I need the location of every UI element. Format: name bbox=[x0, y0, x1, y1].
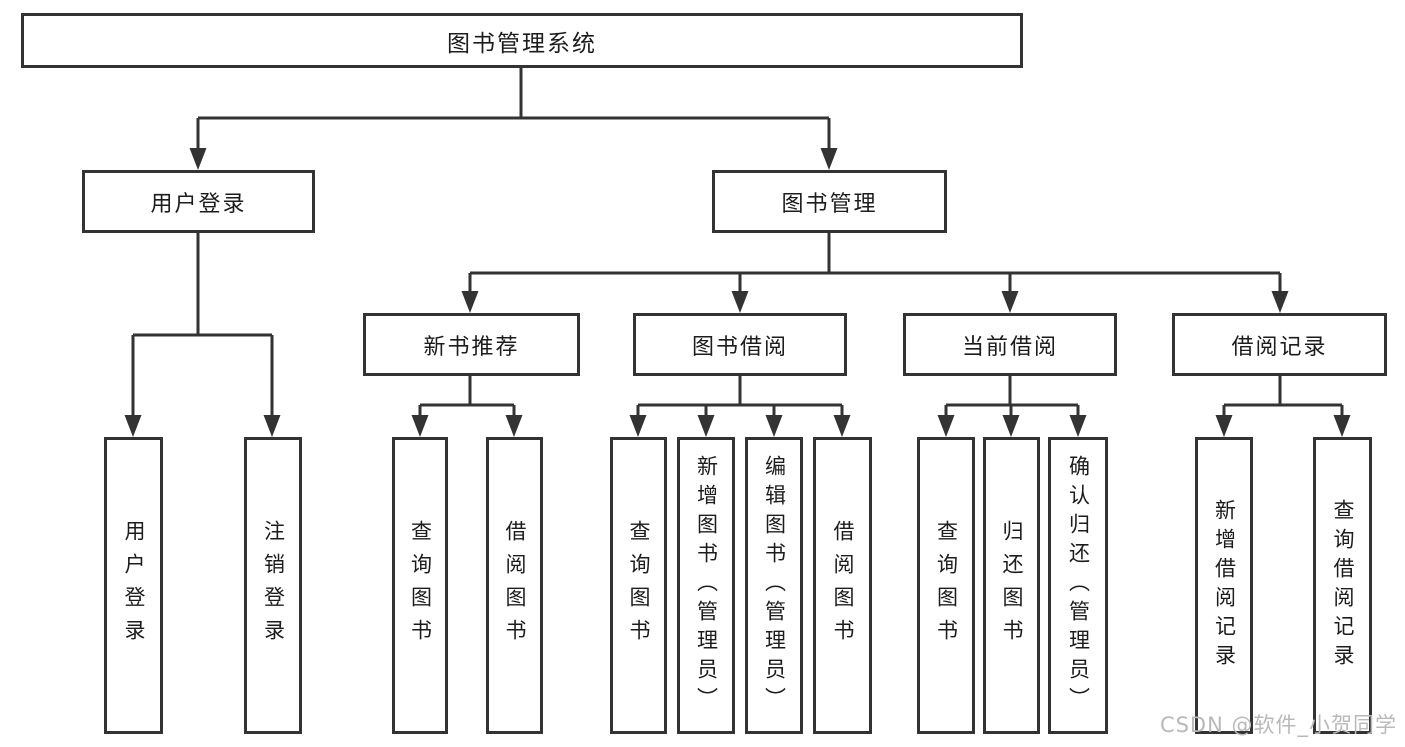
node-leaf-user-login: 用户登录 bbox=[104, 437, 163, 734]
node-leaf-logout: 注销登录 bbox=[244, 437, 302, 734]
node-label: 查询图书 bbox=[627, 519, 651, 652]
csdn-watermark: CSDN @软件_小贺同学 bbox=[1159, 713, 1397, 737]
node-leaf-query-borrow-record: 查询借阅记录 bbox=[1313, 437, 1372, 734]
node-leaf-return-books: 归还图书 bbox=[983, 437, 1040, 734]
node-book-borrow: 图书借阅 bbox=[633, 313, 847, 376]
node-leaf-edit-books-admin: 编辑图书（管理员） bbox=[745, 437, 803, 734]
node-label: 新增图书（管理员） bbox=[694, 455, 719, 716]
node-label: 借阅图书 bbox=[503, 519, 527, 652]
node-label: 用户登录 bbox=[122, 519, 146, 652]
node-leaf-confirm-return-admin: 确认归还（管理员） bbox=[1048, 437, 1108, 734]
node-label: 图书借阅 bbox=[691, 334, 788, 360]
node-user-login: 用户登录 bbox=[82, 170, 315, 233]
node-leaf-add-books-admin: 新增图书（管理员） bbox=[677, 437, 735, 734]
node-label: 归还图书 bbox=[1000, 519, 1024, 652]
node-leaf-query-books-current: 查询图书 bbox=[917, 437, 975, 734]
node-label: 查询借阅记录 bbox=[1331, 498, 1355, 673]
node-label: 图书管理 bbox=[781, 191, 878, 217]
node-label: 当前借阅 bbox=[961, 334, 1058, 360]
node-leaf-query-books-recommend: 查询图书 bbox=[392, 437, 448, 734]
node-label: 借阅图书 bbox=[831, 519, 855, 652]
node-current-borrow: 当前借阅 bbox=[903, 313, 1117, 376]
node-label: 新书推荐 bbox=[423, 334, 520, 360]
node-label: 查询图书 bbox=[408, 519, 433, 652]
node-new-book-recommend: 新书推荐 bbox=[363, 313, 580, 376]
node-label: 新增借阅记录 bbox=[1212, 498, 1237, 673]
arrowhead-icons bbox=[124, 148, 1351, 437]
node-label: 图书管理系统 bbox=[447, 30, 597, 57]
node-leaf-add-borrow-record: 新增借阅记录 bbox=[1195, 437, 1253, 734]
node-root-system: 图书管理系统 bbox=[21, 13, 1023, 68]
node-label: 用户登录 bbox=[150, 191, 247, 217]
node-leaf-query-books-borrow: 查询图书 bbox=[610, 437, 667, 734]
node-borrow-records: 借阅记录 bbox=[1172, 313, 1387, 376]
node-label: 查询图书 bbox=[934, 519, 959, 652]
node-leaf-borrow-books: 借阅图书 bbox=[813, 437, 872, 734]
node-label: 借阅记录 bbox=[1231, 334, 1328, 360]
node-label: 注销登录 bbox=[261, 519, 286, 652]
node-label: 编辑图书（管理员） bbox=[762, 455, 787, 716]
node-book-management: 图书管理 bbox=[712, 170, 947, 233]
node-leaf-borrow-books-recommend: 借阅图书 bbox=[486, 437, 543, 734]
node-label: 确认归还（管理员） bbox=[1066, 455, 1091, 716]
